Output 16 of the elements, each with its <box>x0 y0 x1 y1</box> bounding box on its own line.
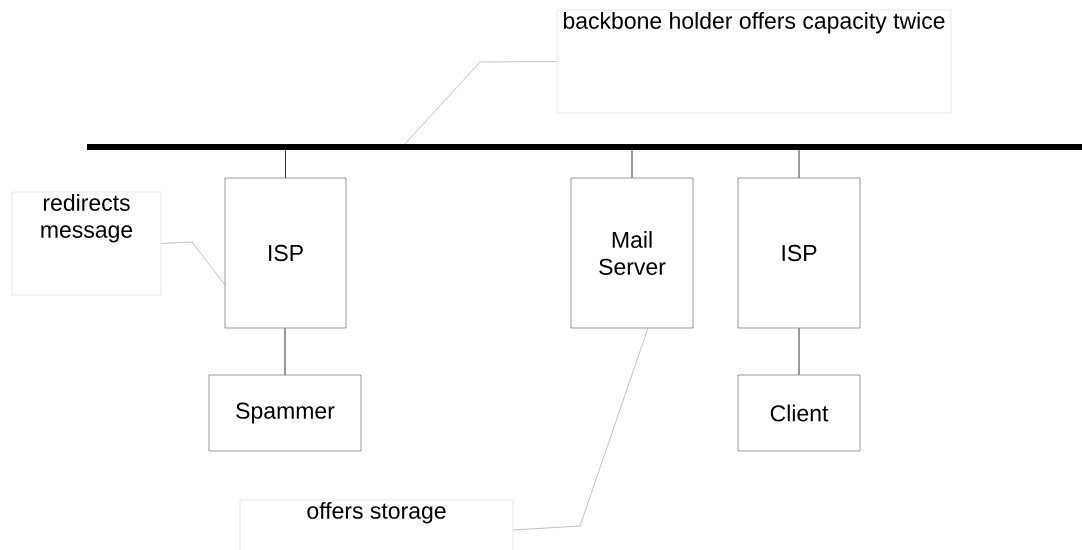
connector-line <box>798 327 800 376</box>
connector-line <box>284 327 286 376</box>
network-box: ISP <box>224 177 347 329</box>
leader-line <box>404 61 558 145</box>
connector-line <box>285 149 286 179</box>
leader-line <box>160 241 226 286</box>
connector-line <box>798 149 800 179</box>
connector-line <box>631 149 633 179</box>
callout-box: offers storage <box>239 499 514 550</box>
network-box: Mail Server <box>570 177 694 329</box>
callout-box: redirects message <box>11 191 162 296</box>
leader-line <box>512 327 649 531</box>
network-box: Spammer <box>208 374 362 452</box>
network-box: Client <box>737 374 861 452</box>
network-box: ISP <box>737 177 861 329</box>
callout-box: backbone holder offers capacity twice <box>556 9 952 114</box>
